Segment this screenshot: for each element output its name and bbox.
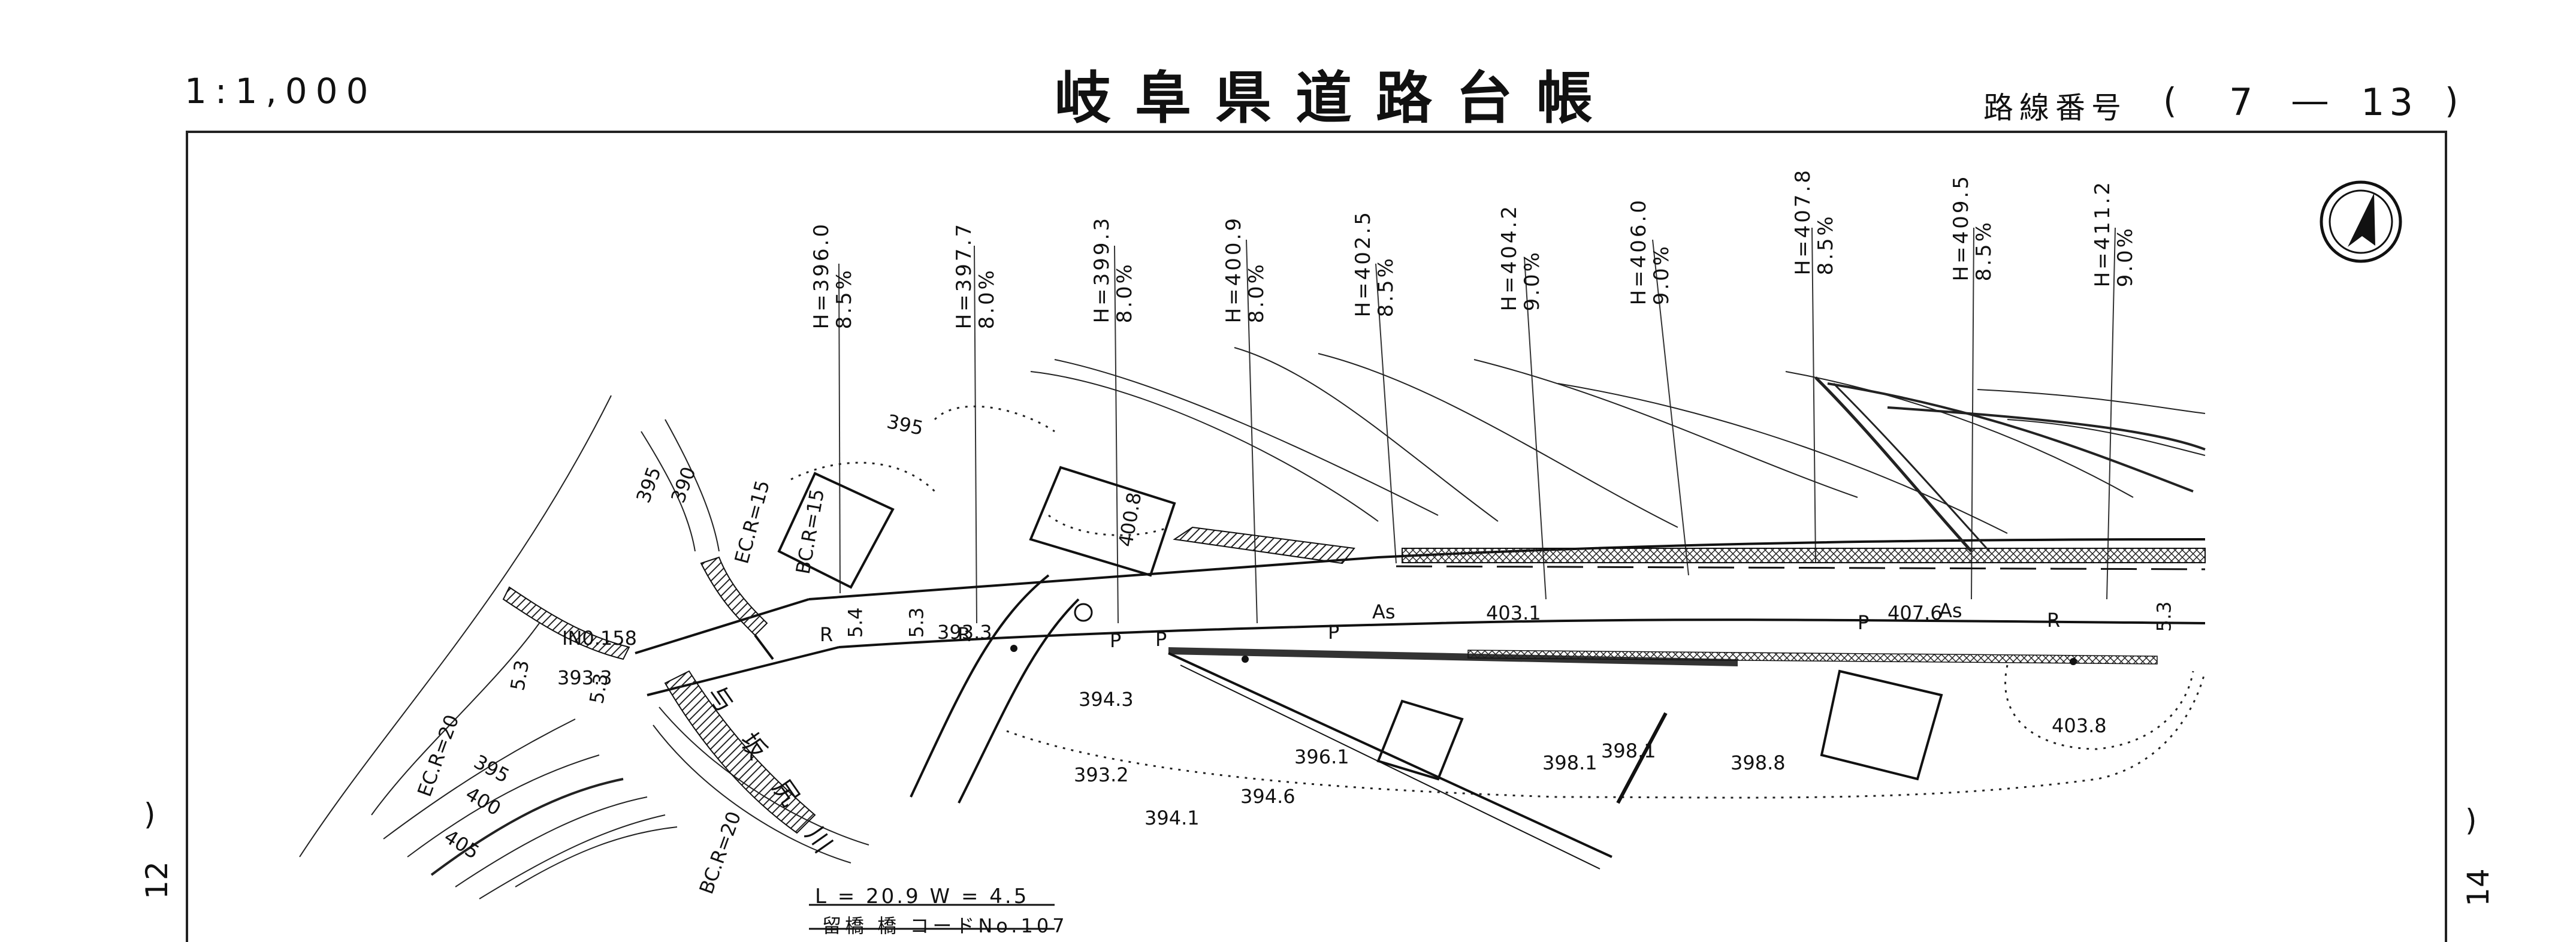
road-marker: R <box>2047 609 2061 632</box>
elevation-label: 398.1 <box>1542 751 1597 774</box>
contour-lines <box>1030 347 2206 552</box>
elevation-label: 393.3 <box>557 666 612 689</box>
map-scale: 1:1,000 <box>185 71 377 111</box>
road-marker: P <box>1328 621 1340 644</box>
road-marker: R <box>958 623 971 646</box>
elevation-label: 407.6 <box>1888 602 1943 624</box>
next-sheet-paren: ) <box>2465 803 2477 838</box>
width-label: 5.4 <box>844 607 867 638</box>
elevation-label: 394.1 <box>1144 807 1200 829</box>
left-contours <box>299 395 869 899</box>
retaining-wall <box>1402 548 2206 563</box>
route-number-secondary: 13 <box>2361 80 2418 124</box>
survey-points <box>1010 603 2077 665</box>
width-label: 5.3 <box>2152 601 2176 632</box>
point-label: IN0.158 <box>562 627 637 650</box>
pavement-label: As <box>1372 600 1396 623</box>
route-number-dash: ― <box>2293 80 2327 121</box>
map-frame <box>186 131 2447 942</box>
route-paren-open: ( <box>2163 80 2177 121</box>
elevation-label: 394.6 <box>1240 785 1295 808</box>
prev-sheet-paren: ) <box>144 797 156 832</box>
route-paren-close: ) <box>2445 80 2459 121</box>
elevation-label: 398.1 <box>1601 739 1656 762</box>
elevation-label: 403.1 <box>1486 602 1541 624</box>
bridge-name: 留橋 橋 コードNo.107 <box>822 914 1068 937</box>
road-marker: P <box>1110 629 1122 652</box>
bridge-dimensions: L = 20.9 W = 4.5 <box>815 884 1029 908</box>
next-sheet-number: 14 <box>2460 868 2496 907</box>
page-title: 岐阜県道路台帳 <box>1055 66 1617 131</box>
elevation-label: 403.8 <box>2052 714 2107 737</box>
route-number-primary: 7 <box>2229 80 2253 124</box>
north-arrow-icon <box>2320 180 2402 263</box>
road-marker: R <box>820 623 833 646</box>
width-label: 5.3 <box>905 607 928 638</box>
station-leader-lines <box>838 227 2116 624</box>
elevation-label: 393.3 <box>937 621 992 644</box>
road-marker: P <box>1155 628 1167 651</box>
elevation-label: 396.1 <box>1294 745 1349 768</box>
road-marker: P <box>1858 611 1870 634</box>
vegetation-boundaries <box>790 405 2206 799</box>
bridge <box>809 904 1055 930</box>
elevation-label: 393.2 <box>1074 763 1129 786</box>
pavement-label: As <box>1939 599 1962 622</box>
route-number-label: 路線番号 <box>1983 90 2127 125</box>
side-road <box>635 574 1080 804</box>
elevation-label: 398.8 <box>1731 751 1786 774</box>
elevation-label: 394.3 <box>1079 688 1134 711</box>
prev-sheet-number: 12 <box>139 861 174 899</box>
river-banks <box>502 556 816 834</box>
buildings <box>777 466 1943 781</box>
